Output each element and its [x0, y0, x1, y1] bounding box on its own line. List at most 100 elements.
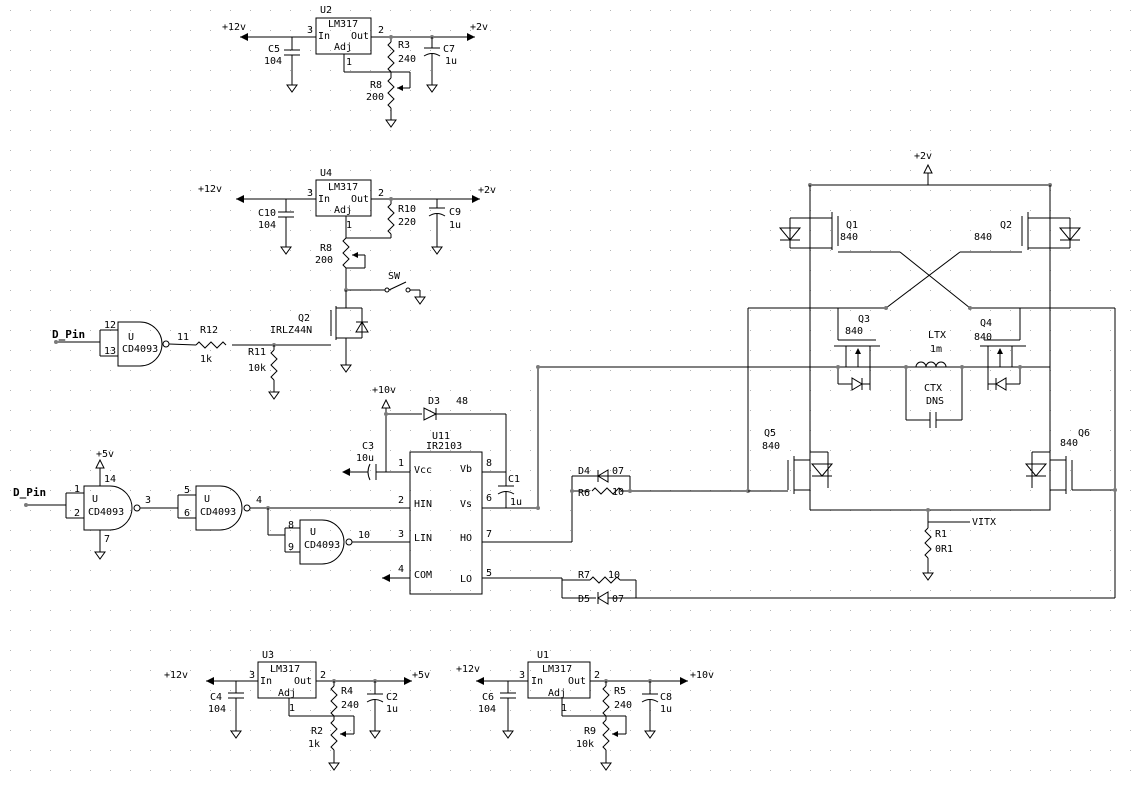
schematic-label: In — [318, 31, 330, 42]
schematic-label: R2 — [311, 726, 323, 737]
schematic-label: 840 — [762, 441, 780, 452]
schematic-label: LTX — [928, 330, 946, 341]
schematic-label: 240 — [398, 54, 416, 65]
schematic-label: R8 — [370, 80, 382, 91]
schematic-label: 2 — [74, 508, 80, 519]
schematic-label: Out — [294, 676, 312, 687]
schematic-label: 6 — [184, 508, 190, 519]
schematic-label: LM317 — [542, 664, 572, 675]
schematic-label: 1u — [386, 704, 398, 715]
schematic-label: 1 — [561, 703, 567, 714]
schematic-label: 3 — [145, 495, 151, 506]
schematic-label: 104 — [208, 704, 226, 715]
schematic-label: +10v — [372, 385, 396, 396]
schematic-label: Q2 — [298, 313, 310, 324]
schematic-label: 7 — [486, 529, 492, 540]
schematic-label: 1u — [445, 56, 457, 67]
schematic-label: Adj — [334, 42, 352, 53]
schematic-label: CD4093 — [200, 507, 236, 518]
schematic-label: 1u — [510, 497, 522, 508]
schematic-label: R3 — [398, 40, 410, 51]
schematic-label: R10 — [398, 204, 416, 215]
schematic-label: U3 — [262, 650, 274, 661]
schematic-label: 2 — [378, 25, 384, 36]
schematic-label: 840 — [1060, 438, 1078, 449]
schematic-label: 07 — [612, 594, 624, 605]
schematic-label: Out — [568, 676, 586, 687]
schematic-label: U — [92, 494, 98, 505]
schematic-label: Adj — [334, 205, 352, 216]
schematic-label: U11 — [432, 431, 450, 442]
schematic-label: D_Pin — [13, 486, 46, 499]
schematic-label: 3 — [249, 670, 255, 681]
regulator-u4: U4 LM317 In Out Adj 3 2 1 +12v +2v C10 1… — [52, 168, 496, 400]
schematic-label: IRLZ44N — [270, 325, 312, 336]
schematic-label: COM — [414, 570, 432, 581]
schematic-label: 1k — [308, 739, 320, 750]
schematic-label: CTX — [924, 383, 942, 394]
schematic-label: 13 — [104, 346, 116, 357]
schematic-label: 220 — [398, 217, 416, 228]
schematic-label: R5 — [614, 686, 626, 697]
schematic-label: 10k — [248, 363, 266, 374]
schematic-label: 10 — [608, 570, 620, 581]
schematic-label: D4 — [578, 466, 590, 477]
schematic-label: +2v — [478, 185, 496, 196]
schematic-label: 10k — [576, 739, 594, 750]
schematic-label: 4 — [398, 564, 404, 575]
schematic-label: CD4093 — [122, 344, 158, 355]
schematic-label: Vcc — [414, 465, 432, 476]
schematic-label: HIN — [414, 499, 432, 510]
schematic-label: U — [128, 332, 134, 343]
schematic-label: +12v — [164, 670, 188, 681]
schematic-label: 104 — [478, 704, 496, 715]
schematic-label: 9 — [288, 542, 294, 553]
schematic-label: C7 — [443, 44, 455, 55]
schematic-label: 1 — [346, 57, 352, 68]
schematic-label: C10 — [258, 208, 276, 219]
schematic-label: +5v — [412, 670, 430, 681]
schematic-label: Adj — [548, 688, 566, 699]
schematic-label: 104 — [258, 220, 276, 231]
schematic-label: 840 — [974, 232, 992, 243]
schematic-label: 1 — [289, 703, 295, 714]
schematic-label: 240 — [341, 700, 359, 711]
schematic-label: 10u — [356, 453, 374, 464]
schematic-label: R4 — [341, 686, 353, 697]
schematic-label: 1u — [449, 220, 461, 231]
schematic-label: 48 — [456, 396, 468, 407]
regulator-u1: U1 LM317 In Out Adj 3 2 1 +12v +10v C6 1… — [456, 650, 714, 771]
schematic-label: Q2 — [1000, 220, 1012, 231]
schematic-label: CD4093 — [88, 507, 124, 518]
schematic-label: 10 — [612, 487, 624, 498]
schematic-label: 8 — [288, 520, 294, 531]
schematic-label: U4 — [320, 168, 332, 179]
schematic-label: +2v — [914, 151, 932, 162]
schematic-label: 2 — [594, 670, 600, 681]
schematic-label: U2 — [320, 5, 332, 16]
schematic-label: LO — [460, 574, 472, 585]
schematic-label: HO — [460, 533, 472, 544]
schematic-label: 5 — [184, 485, 190, 496]
schematic-label: C1 — [508, 474, 520, 485]
schematic-label: U — [310, 527, 316, 538]
schematic-label: 2 — [378, 188, 384, 199]
schematic-label: C6 — [482, 692, 494, 703]
schematic-label: 4 — [256, 495, 262, 506]
schematic-label: DNS — [926, 396, 944, 407]
schematic-label: Q1 — [846, 220, 858, 231]
schematic-label: 840 — [974, 332, 992, 343]
schematic-label: 840 — [845, 326, 863, 337]
schematic-label: C2 — [386, 692, 398, 703]
schematic-label: CD4093 — [304, 540, 340, 551]
driver-section: D_Pin +5v 14 7 U CD4093 1 2 3 U CD4093 5… — [13, 365, 1115, 605]
schematic-label: 240 — [614, 700, 632, 711]
schematic-label: R8 — [320, 243, 332, 254]
regulator-u3: U3 LM317 In Out Adj 3 2 1 +12v +5v C4 10… — [164, 650, 430, 771]
schematic-label: R11 — [248, 347, 266, 358]
schematic-label: U — [204, 494, 210, 505]
schematic-label: SW — [388, 271, 401, 282]
schematic-label: 8 — [486, 458, 492, 469]
schematic-label: Q6 — [1078, 428, 1090, 439]
